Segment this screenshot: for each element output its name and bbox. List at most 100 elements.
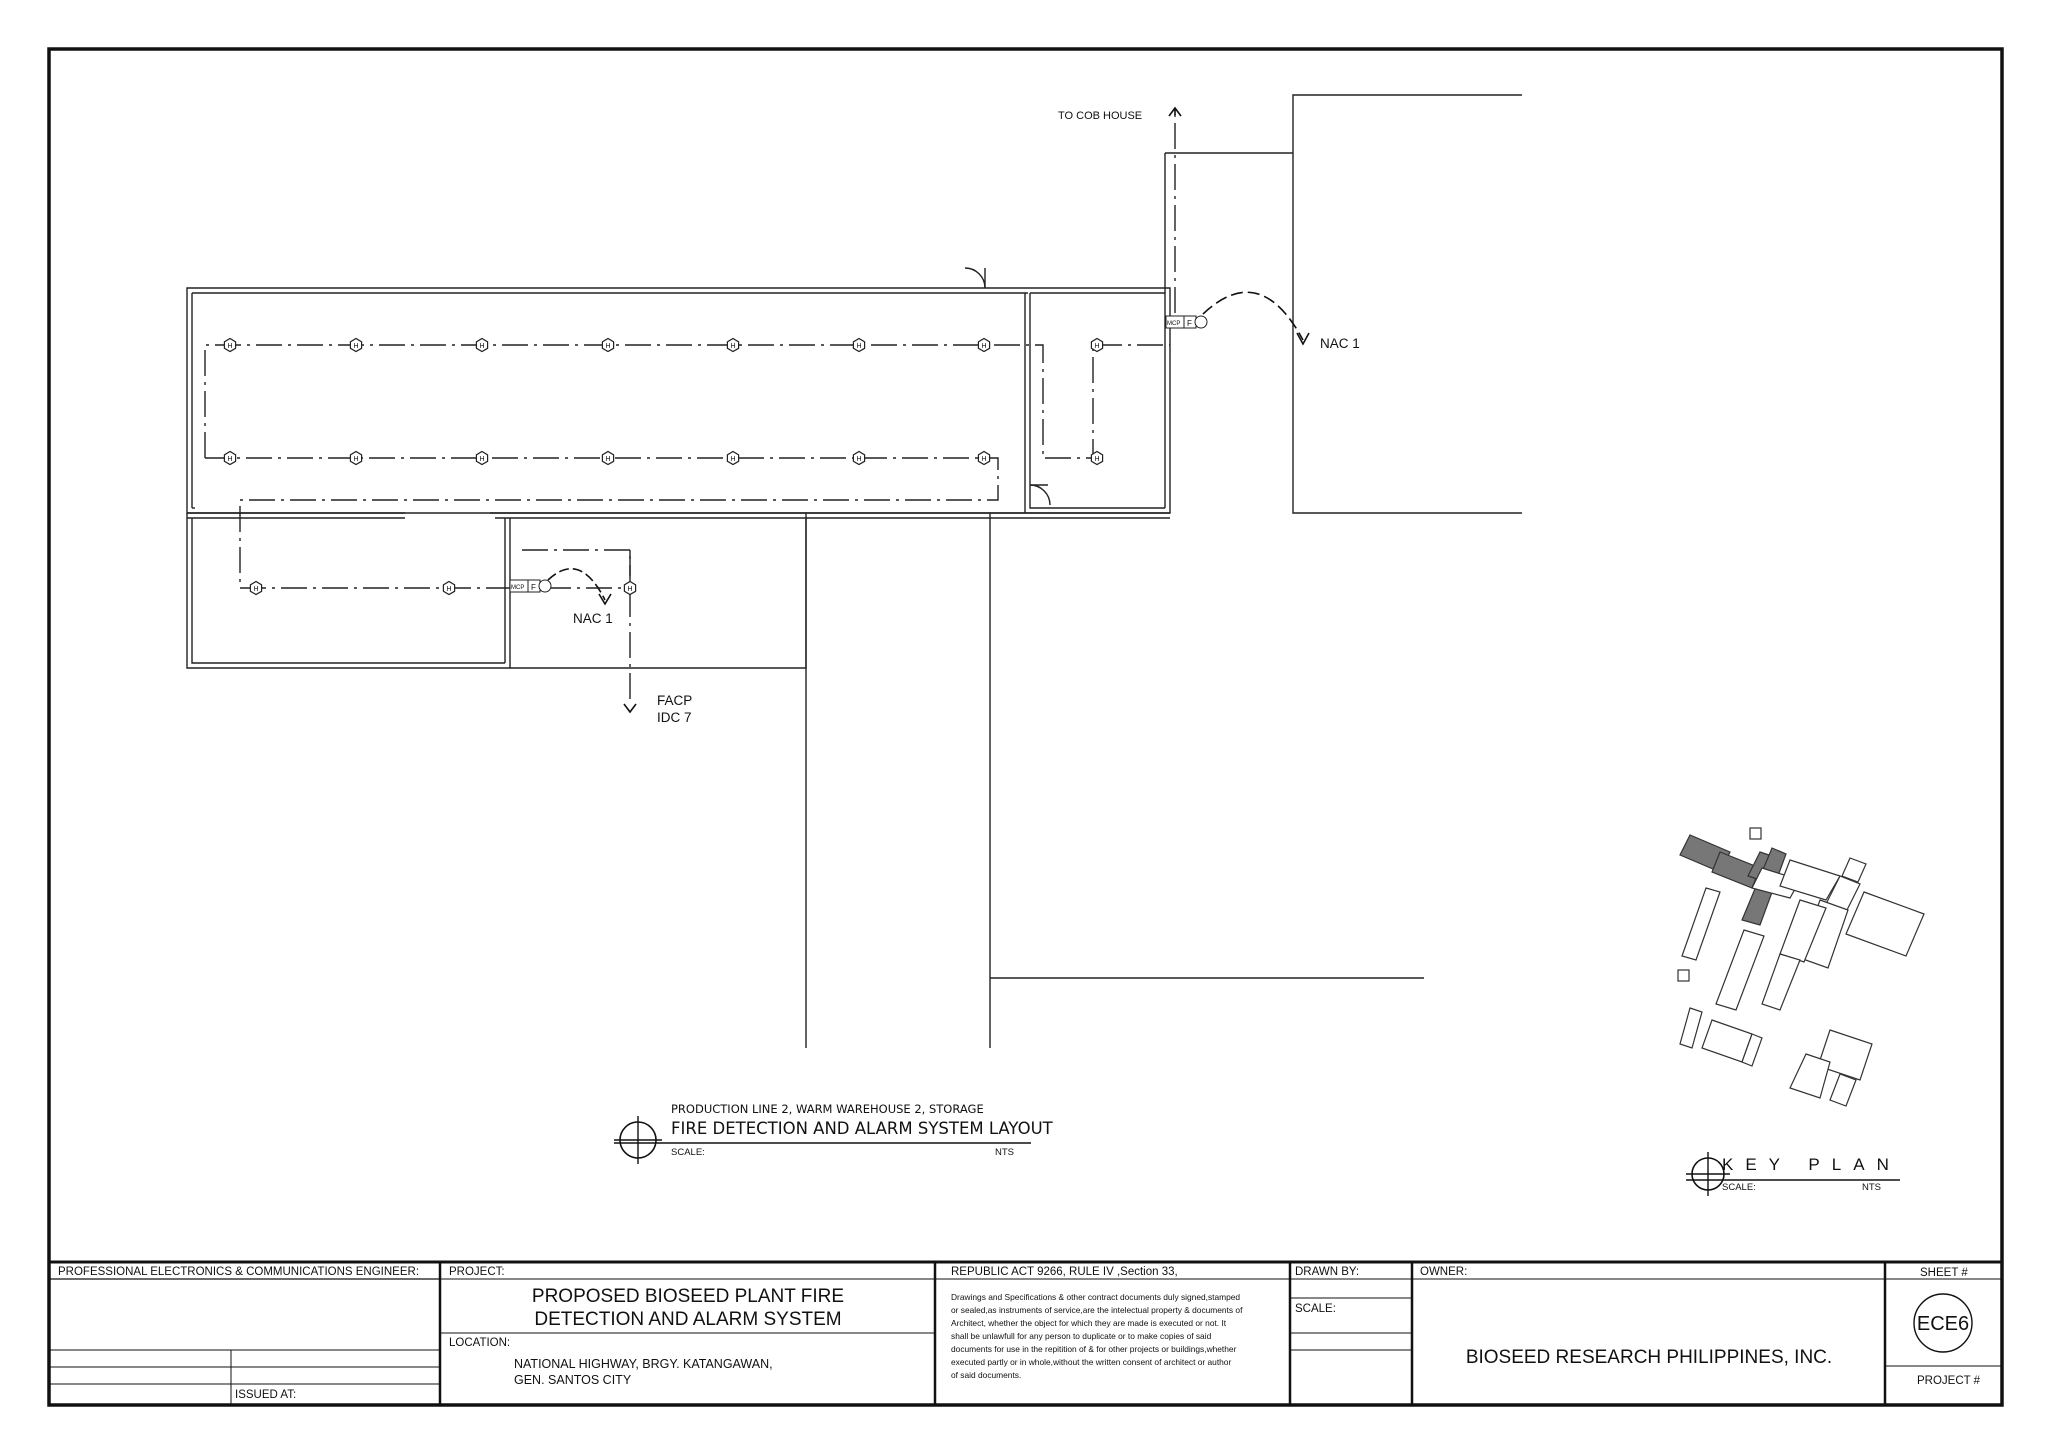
cob-house-wall [1292,94,1522,514]
heat-detector-icon: H [601,450,615,466]
detector-symbol-label: H [627,586,632,593]
project-title-line1: PROPOSED BIOSEED PLANT FIRE [532,1286,844,1307]
engineer-label: PROFESSIONAL ELECTRONICS & COMMUNICATION… [58,1266,419,1278]
arrows [547,106,1310,714]
detector-symbol-label: H [605,456,610,463]
svg-text:shall be unlawfull for any per: shall be unlawfull for any person to dup… [951,1331,1212,1341]
arrow-to-cob [1168,106,1182,117]
heat-detector-icon: H [977,450,991,466]
layout-subtitle: PRODUCTION LINE 2, WARM WAREHOUSE 2, STO… [671,1102,984,1116]
lower-room-wall [186,513,511,669]
republic-act-text: Drawings and Specifications & other cont… [951,1292,1243,1380]
drawn-by-label: DRAWN BY: [1295,1266,1359,1278]
title-block [49,1260,2002,1405]
layout-scale-value: NTS [995,1147,1014,1158]
detector-symbol-label: H [856,456,861,463]
heat-detector-icon: H [349,450,363,466]
owner-name: BIOSEED RESEARCH PHILIPPINES, INC. [1466,1347,1832,1368]
owner-label: OWNER: [1420,1266,1467,1278]
detector-symbol-label: H [479,456,484,463]
issued-at-label: ISSUED AT: [235,1389,296,1401]
heat-detector-icon: H [475,450,489,466]
layout-title: PRODUCTION LINE 2, WARM WAREHOUSE 2, STO… [614,1102,1054,1164]
location-label: LOCATION: [449,1337,510,1349]
svg-text:or sealed,as instruments of se: or sealed,as instruments of service,are … [951,1305,1243,1315]
detector-symbol-label: H [605,343,610,350]
nac-lower-label: NAC 1 [573,611,613,626]
svg-text:MCP: MCP [511,585,524,591]
svg-text:F: F [531,583,536,592]
sheet-number-circle [1913,1293,1973,1353]
location-line2: GEN. SANTOS CITY [514,1373,632,1387]
republic-act-label: REPUBLIC ACT 9266, RULE IV ,Section 33, [951,1266,1178,1278]
panel-lower: MCP F [509,579,552,593]
heat-detector-icon: H [623,580,637,596]
project-number-label: PROJECT # [1917,1375,1981,1387]
panel-upper: MCP F [1165,315,1208,329]
project-title-line2: DETECTION AND ALARM SYSTEM [534,1309,841,1330]
sheet-number: ECE6 [1917,1313,1969,1335]
svg-text:Architect, whether the object: Architect, whether the object for which … [951,1318,1227,1328]
detector-symbol-label: H [353,456,358,463]
heat-detector-icon: H [852,450,866,466]
nac-upper-label: NAC 1 [1320,336,1360,351]
key-plan-map [1677,827,1925,1107]
panel-mcp-label: MCP [1167,321,1180,327]
heat-detector-icon: H [223,337,237,353]
key-plan-scale-label: SCALE: [1722,1182,1756,1193]
detector-symbol-label: H [353,343,358,350]
detector-symbol-label: H [227,456,232,463]
key-plan: KEY PLAN SCALE: NTS [1677,827,1925,1196]
detector-symbol-label: H [1094,456,1099,463]
key-plan-title: KEY PLAN [1722,1155,1901,1174]
svg-text:executed partly or in whole,wi: executed partly or in whole,without the … [951,1357,1231,1367]
detector-symbol-label: H [479,343,484,350]
idc-label: IDC 7 [657,710,692,725]
detectors: H H H H H H H H H H H H H H H H H H H [223,337,1104,596]
heat-detector-icon: H [1090,450,1104,466]
svg-text:of said documents.: of said documents. [951,1370,1021,1380]
heat-detector-icon: H [249,580,263,596]
heat-detector-icon: H [726,337,740,353]
heat-detector-icon: H [977,337,991,353]
floor-plan [186,94,1522,1048]
sheet-border [47,47,2004,1407]
layout-scale-label: SCALE: [671,1147,705,1158]
heat-detector-icon: H [349,337,363,353]
svg-text:Drawings and Specifications &: Drawings and Specifications & other cont… [951,1292,1240,1302]
detector-symbol-label: H [856,343,861,350]
main-building-wall [186,287,1171,514]
heat-detector-icon: H [852,337,866,353]
detector-symbol-label: H [227,343,232,350]
layout-title-text: FIRE DETECTION AND ALARM SYSTEM LAYOUT [671,1119,1054,1138]
alarm-circuit [204,112,1176,700]
lower-mid-room [510,518,807,669]
heat-detector-icon: H [601,337,615,353]
heat-detector-icon: H [1090,337,1104,353]
detector-symbol-label: H [1094,343,1099,350]
arc-nac-lower [547,568,606,601]
heat-detector-icon: H [726,450,740,466]
arrow-to-facp [623,703,637,714]
heat-detector-icon: H [475,337,489,353]
door-top [964,267,986,289]
heat-detector-icon: H [442,580,456,596]
detector-symbol-label: H [730,456,735,463]
location-line1: NATIONAL HIGHWAY, BRGY. KATANGAWAN, [514,1357,773,1371]
riser-line [1164,152,1293,293]
detector-symbol-label: H [446,586,451,593]
panel-f-label: F [1187,319,1192,328]
project-label: PROJECT: [449,1266,505,1278]
detector-symbol-label: H [981,343,986,350]
door-right-room [1029,484,1051,506]
key-plan-scale-value: NTS [1862,1182,1881,1193]
to-cob-house-label: TO COB HOUSE [1058,110,1142,122]
svg-text:documents for use in the repit: documents for use in the repitition of &… [951,1344,1237,1354]
heat-detector-icon: H [223,450,237,466]
detector-symbol-label: H [730,343,735,350]
scale-label: SCALE: [1295,1303,1336,1315]
detector-symbol-label: H [253,586,258,593]
sheet-label: SHEET # [1920,1267,1968,1279]
arc-nac-upper [1202,291,1304,341]
